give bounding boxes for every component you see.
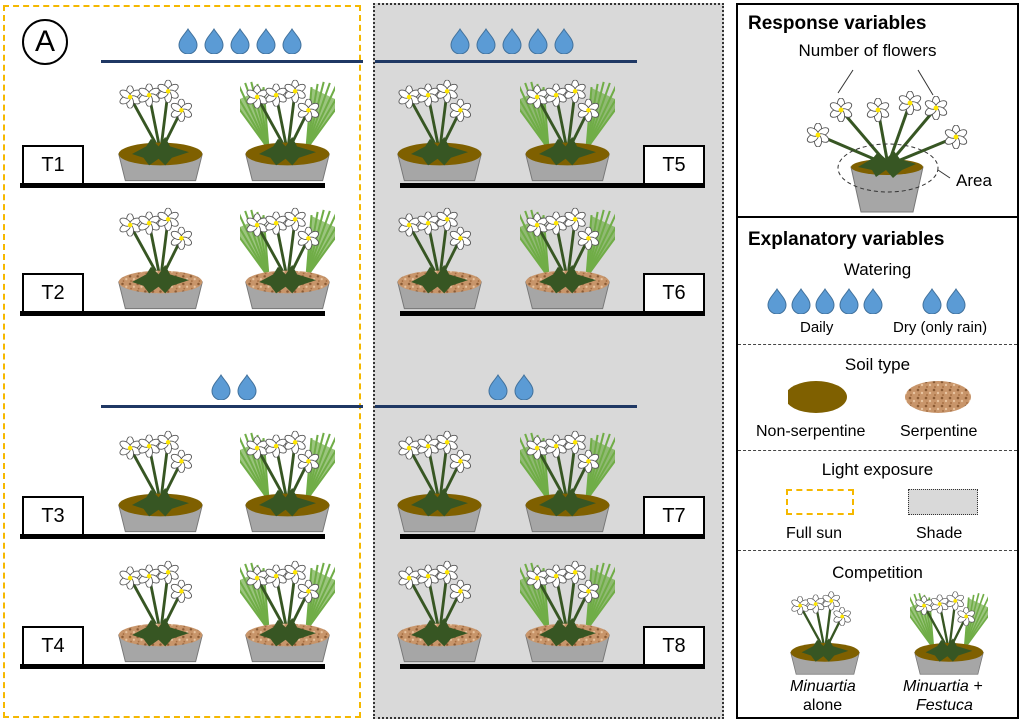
minuartia-alone-icon (786, 590, 864, 681)
number-of-flowers-label: Number of flowers (798, 41, 937, 60)
daily-watering-drops (448, 28, 576, 54)
minuartia-alone-pot (392, 429, 487, 539)
water-drop-icon (209, 374, 233, 400)
legend-panel: Response variables Number of flowers Are… (736, 3, 1019, 719)
dry-label: Dry (only rain) (893, 319, 988, 336)
water-drop-icon (176, 28, 200, 54)
full-sun-swatch (786, 489, 854, 515)
watering-line-dry-sun (101, 405, 363, 408)
water-drop-icon (254, 28, 278, 54)
treatment-label-t6: T6 (643, 273, 705, 313)
serpentine-swatch (905, 381, 971, 413)
minuartia-festuca-pot (512, 559, 623, 669)
panel-label: A (22, 19, 68, 65)
response-variables-title: Response variables (748, 13, 927, 34)
watering-line-dry-shade (375, 405, 637, 408)
daily-label: Daily (800, 319, 834, 336)
shelf-t7 (400, 534, 705, 539)
non-serpentine-label: Non-serpentine (756, 423, 866, 440)
shelf-t1 (20, 183, 325, 188)
water-drop-icon (228, 28, 252, 54)
minuartia-alone-label-2: alone (803, 697, 843, 714)
water-drop-icon (500, 28, 524, 54)
shelf-t5 (400, 183, 705, 188)
water-drop-icon (552, 28, 576, 54)
divider (738, 344, 1017, 345)
water-drop-icon (921, 288, 943, 314)
area-label: Area (956, 171, 992, 190)
treatment-label-t2: T2 (22, 273, 84, 313)
shelf-t3 (20, 534, 325, 539)
competition-title: Competition (832, 563, 923, 582)
water-drop-icon (814, 288, 836, 314)
water-drop-icon (862, 288, 884, 314)
response-variables-section: Response variables Number of flowers Are… (738, 5, 1017, 218)
treatment-label-t3: T3 (22, 496, 84, 536)
dry-drops-legend (921, 288, 967, 314)
minuartia-festuca-icon (903, 590, 995, 681)
minuartia-festuca-pot (232, 429, 343, 539)
minuartia-alone-pot (392, 559, 487, 669)
minuartia-alone-pot (113, 206, 208, 316)
divider (738, 550, 1017, 551)
minuartia-festuca-pot (232, 559, 343, 669)
water-drop-icon (838, 288, 860, 314)
shelf-t2 (20, 311, 325, 316)
minuartia-festuca-pot (232, 78, 343, 188)
dry-watering-drops (209, 374, 259, 400)
treatment-label-t4: T4 (22, 626, 84, 666)
minuartia-festuca-pot (512, 78, 623, 188)
water-drop-icon (280, 28, 304, 54)
watering-line-daily-shade (375, 60, 637, 63)
water-drop-icon (202, 28, 226, 54)
minuartia-festuca-pot (512, 206, 623, 316)
shade-swatch (908, 489, 978, 515)
treatment-label-t8: T8 (643, 626, 705, 666)
treatment-label-t1: T1 (22, 145, 84, 185)
non-serpentine-swatch (788, 381, 847, 413)
daily-watering-drops (176, 28, 304, 54)
minuartia-festuca-label-2: Festuca (916, 697, 973, 714)
minuartia-alone-pot (113, 78, 208, 188)
serpentine-label: Serpentine (900, 423, 978, 440)
light-exposure-title: Light exposure (821, 460, 934, 479)
water-drop-icon (766, 288, 788, 314)
daily-drops-legend (766, 288, 884, 314)
treatment-label-t7: T7 (643, 496, 705, 536)
minuartia-alone-pot (113, 429, 208, 539)
minuartia-festuca-pot (232, 206, 343, 316)
water-drop-icon (486, 374, 510, 400)
water-drop-icon (448, 28, 472, 54)
soil-swatches (788, 381, 971, 413)
water-drop-icon (526, 28, 550, 54)
minuartia-alone-pot (392, 206, 487, 316)
shelf-t6 (400, 311, 705, 316)
watering-title: Watering (843, 260, 912, 279)
soil-type-title: Soil type (844, 355, 911, 374)
full-sun-label: Full sun (786, 525, 843, 542)
water-drop-icon (235, 374, 259, 400)
water-drop-icon (512, 374, 536, 400)
minuartia-alone-pot (113, 559, 208, 669)
water-drop-icon (945, 288, 967, 314)
shelf-t4 (20, 664, 325, 669)
minuartia-alone-label-1: Minuartia (790, 678, 856, 695)
watering-line-daily-sun (101, 60, 363, 63)
minuartia-festuca-pot (512, 429, 623, 539)
explanatory-variables-title: Explanatory variables (748, 229, 945, 250)
divider (738, 450, 1017, 451)
minuartia-festuca-label-1: Minuartia + (903, 678, 983, 695)
shelf-t8 (400, 664, 705, 669)
water-drop-icon (474, 28, 498, 54)
treatment-label-t5: T5 (643, 145, 705, 185)
shade-label: Shade (916, 525, 963, 542)
dry-watering-drops (486, 374, 536, 400)
minuartia-alone-pot (392, 78, 487, 188)
water-drop-icon (790, 288, 812, 314)
response-plant-illustration (806, 69, 968, 213)
full-sun-panel (3, 5, 361, 718)
